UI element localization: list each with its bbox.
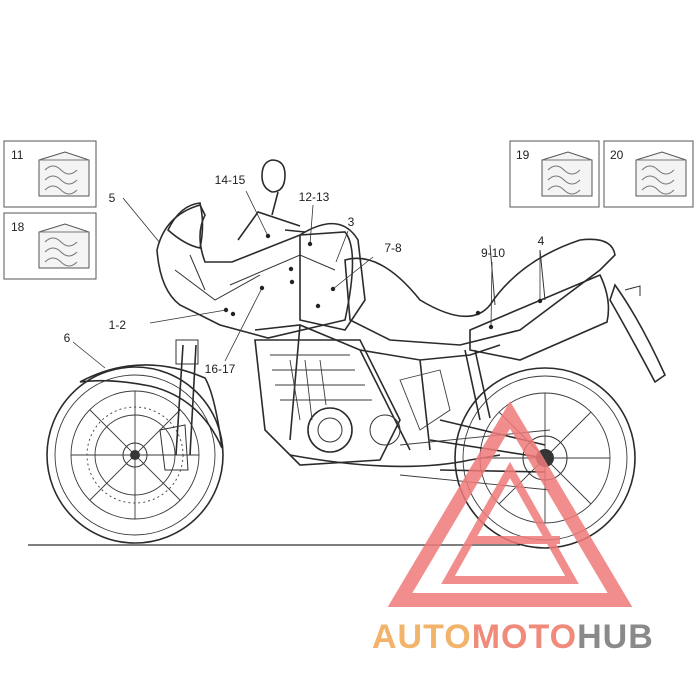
callout-5: 5 xyxy=(109,191,116,205)
handlebar xyxy=(237,211,306,241)
windscreen xyxy=(167,202,204,249)
callout-12-13: 12-13 xyxy=(299,190,330,204)
watermark-moto: MOTO xyxy=(472,618,577,656)
decal-kit-icon xyxy=(38,151,90,197)
decal-kit-icon xyxy=(541,151,593,197)
warning-triangle-icon xyxy=(387,401,633,607)
front-fender xyxy=(79,364,223,449)
watermark-text: AUTOMOTOHUB xyxy=(372,618,654,656)
callout-9-10: 9-10 xyxy=(481,246,505,260)
kit-box-11: 11 xyxy=(3,140,97,208)
exhaust xyxy=(289,454,501,468)
callout-labels: 1-2 3 4 5 6 7-8 9-10 12-13 14-15 16-17 xyxy=(64,173,545,376)
tail-section xyxy=(469,273,610,361)
frame xyxy=(254,324,501,451)
watermark-hub: HUB xyxy=(577,618,654,656)
callout-1-2: 1-2 xyxy=(109,318,127,332)
kit-box-20: 20 xyxy=(603,140,694,208)
callout-4: 4 xyxy=(538,234,545,248)
engine xyxy=(254,339,451,466)
decal-kit-icon xyxy=(635,151,687,197)
kit-box-label: 11 xyxy=(11,148,24,162)
callout-7-8: 7-8 xyxy=(384,241,402,255)
callout-3: 3 xyxy=(348,215,355,229)
kit-box-label: 18 xyxy=(11,220,25,234)
front-fork xyxy=(175,344,197,456)
callout-16-17: 16-17 xyxy=(205,362,236,376)
rear-shock xyxy=(464,349,491,421)
watermark-logo: AUTOMOTOHUB xyxy=(372,401,654,656)
kit-box-19: 19 xyxy=(509,140,600,208)
callout-dots xyxy=(223,233,543,330)
kit-box-18: 18 xyxy=(3,212,97,280)
watermark-auto: AUTO xyxy=(372,618,472,656)
license-plate-holder xyxy=(609,283,667,384)
decal-kit-icon xyxy=(38,223,90,269)
leader-lines xyxy=(72,190,541,369)
kit-box-label: 20 xyxy=(610,148,624,162)
mirror xyxy=(261,159,286,216)
callout-6: 6 xyxy=(64,331,71,345)
fuel-tank xyxy=(299,222,366,331)
callout-14-15: 14-15 xyxy=(215,173,246,187)
front-fairing xyxy=(156,204,354,339)
kit-box-label: 19 xyxy=(516,148,530,162)
front-wheel xyxy=(46,366,224,544)
